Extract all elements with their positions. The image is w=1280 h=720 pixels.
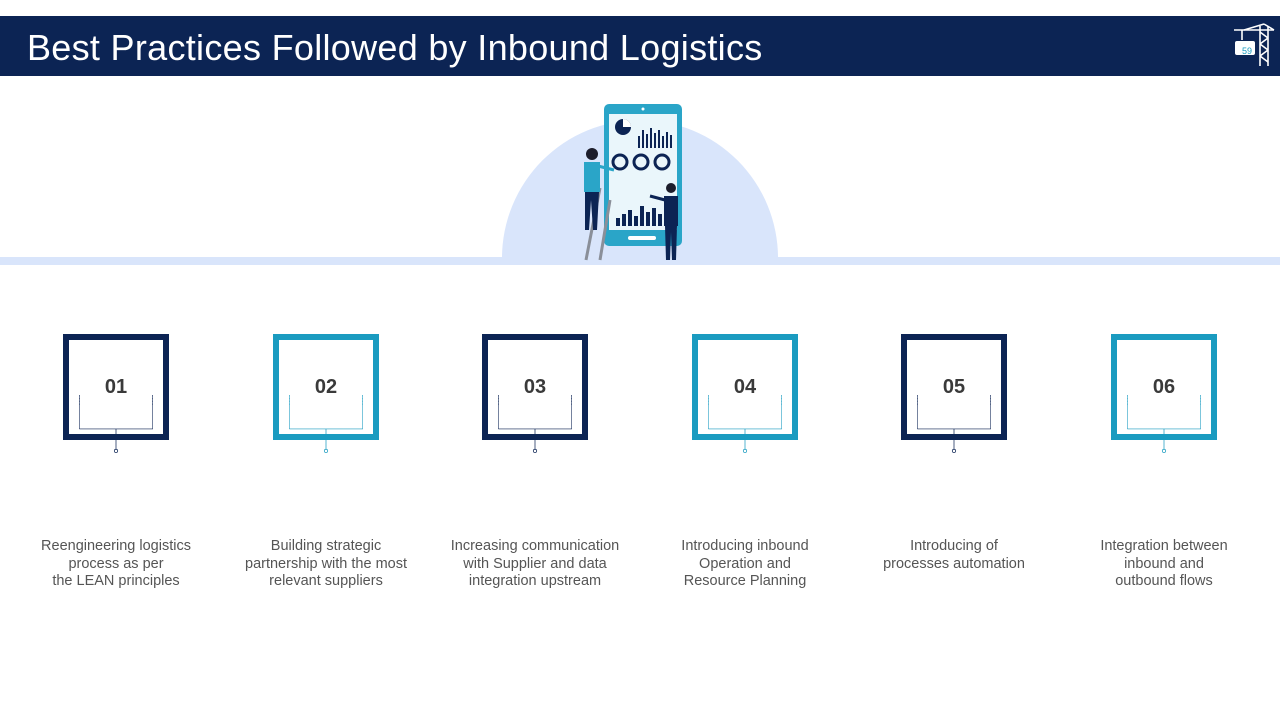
step-connector <box>289 395 363 453</box>
step-connector <box>498 395 572 453</box>
title-bar <box>0 16 1280 76</box>
step-card: 03 <box>469 334 603 504</box>
step-connector <box>917 395 991 453</box>
page-title: Best Practices Followed by Inbound Logis… <box>27 27 763 68</box>
step-connector <box>1127 395 1201 453</box>
mobile-analytics-illustration <box>584 104 682 261</box>
page-number: 59 <box>1241 46 1252 56</box>
step-connector <box>79 395 153 453</box>
step-card: 01 <box>50 334 184 504</box>
crane-icon <box>1234 23 1275 66</box>
step-card: 05 <box>888 334 1022 504</box>
step-card: 06 <box>1098 334 1232 504</box>
step-card: 04 <box>679 334 813 504</box>
step-connector <box>708 395 782 453</box>
divider-band <box>0 257 1280 265</box>
step-card: 02 <box>260 334 394 504</box>
